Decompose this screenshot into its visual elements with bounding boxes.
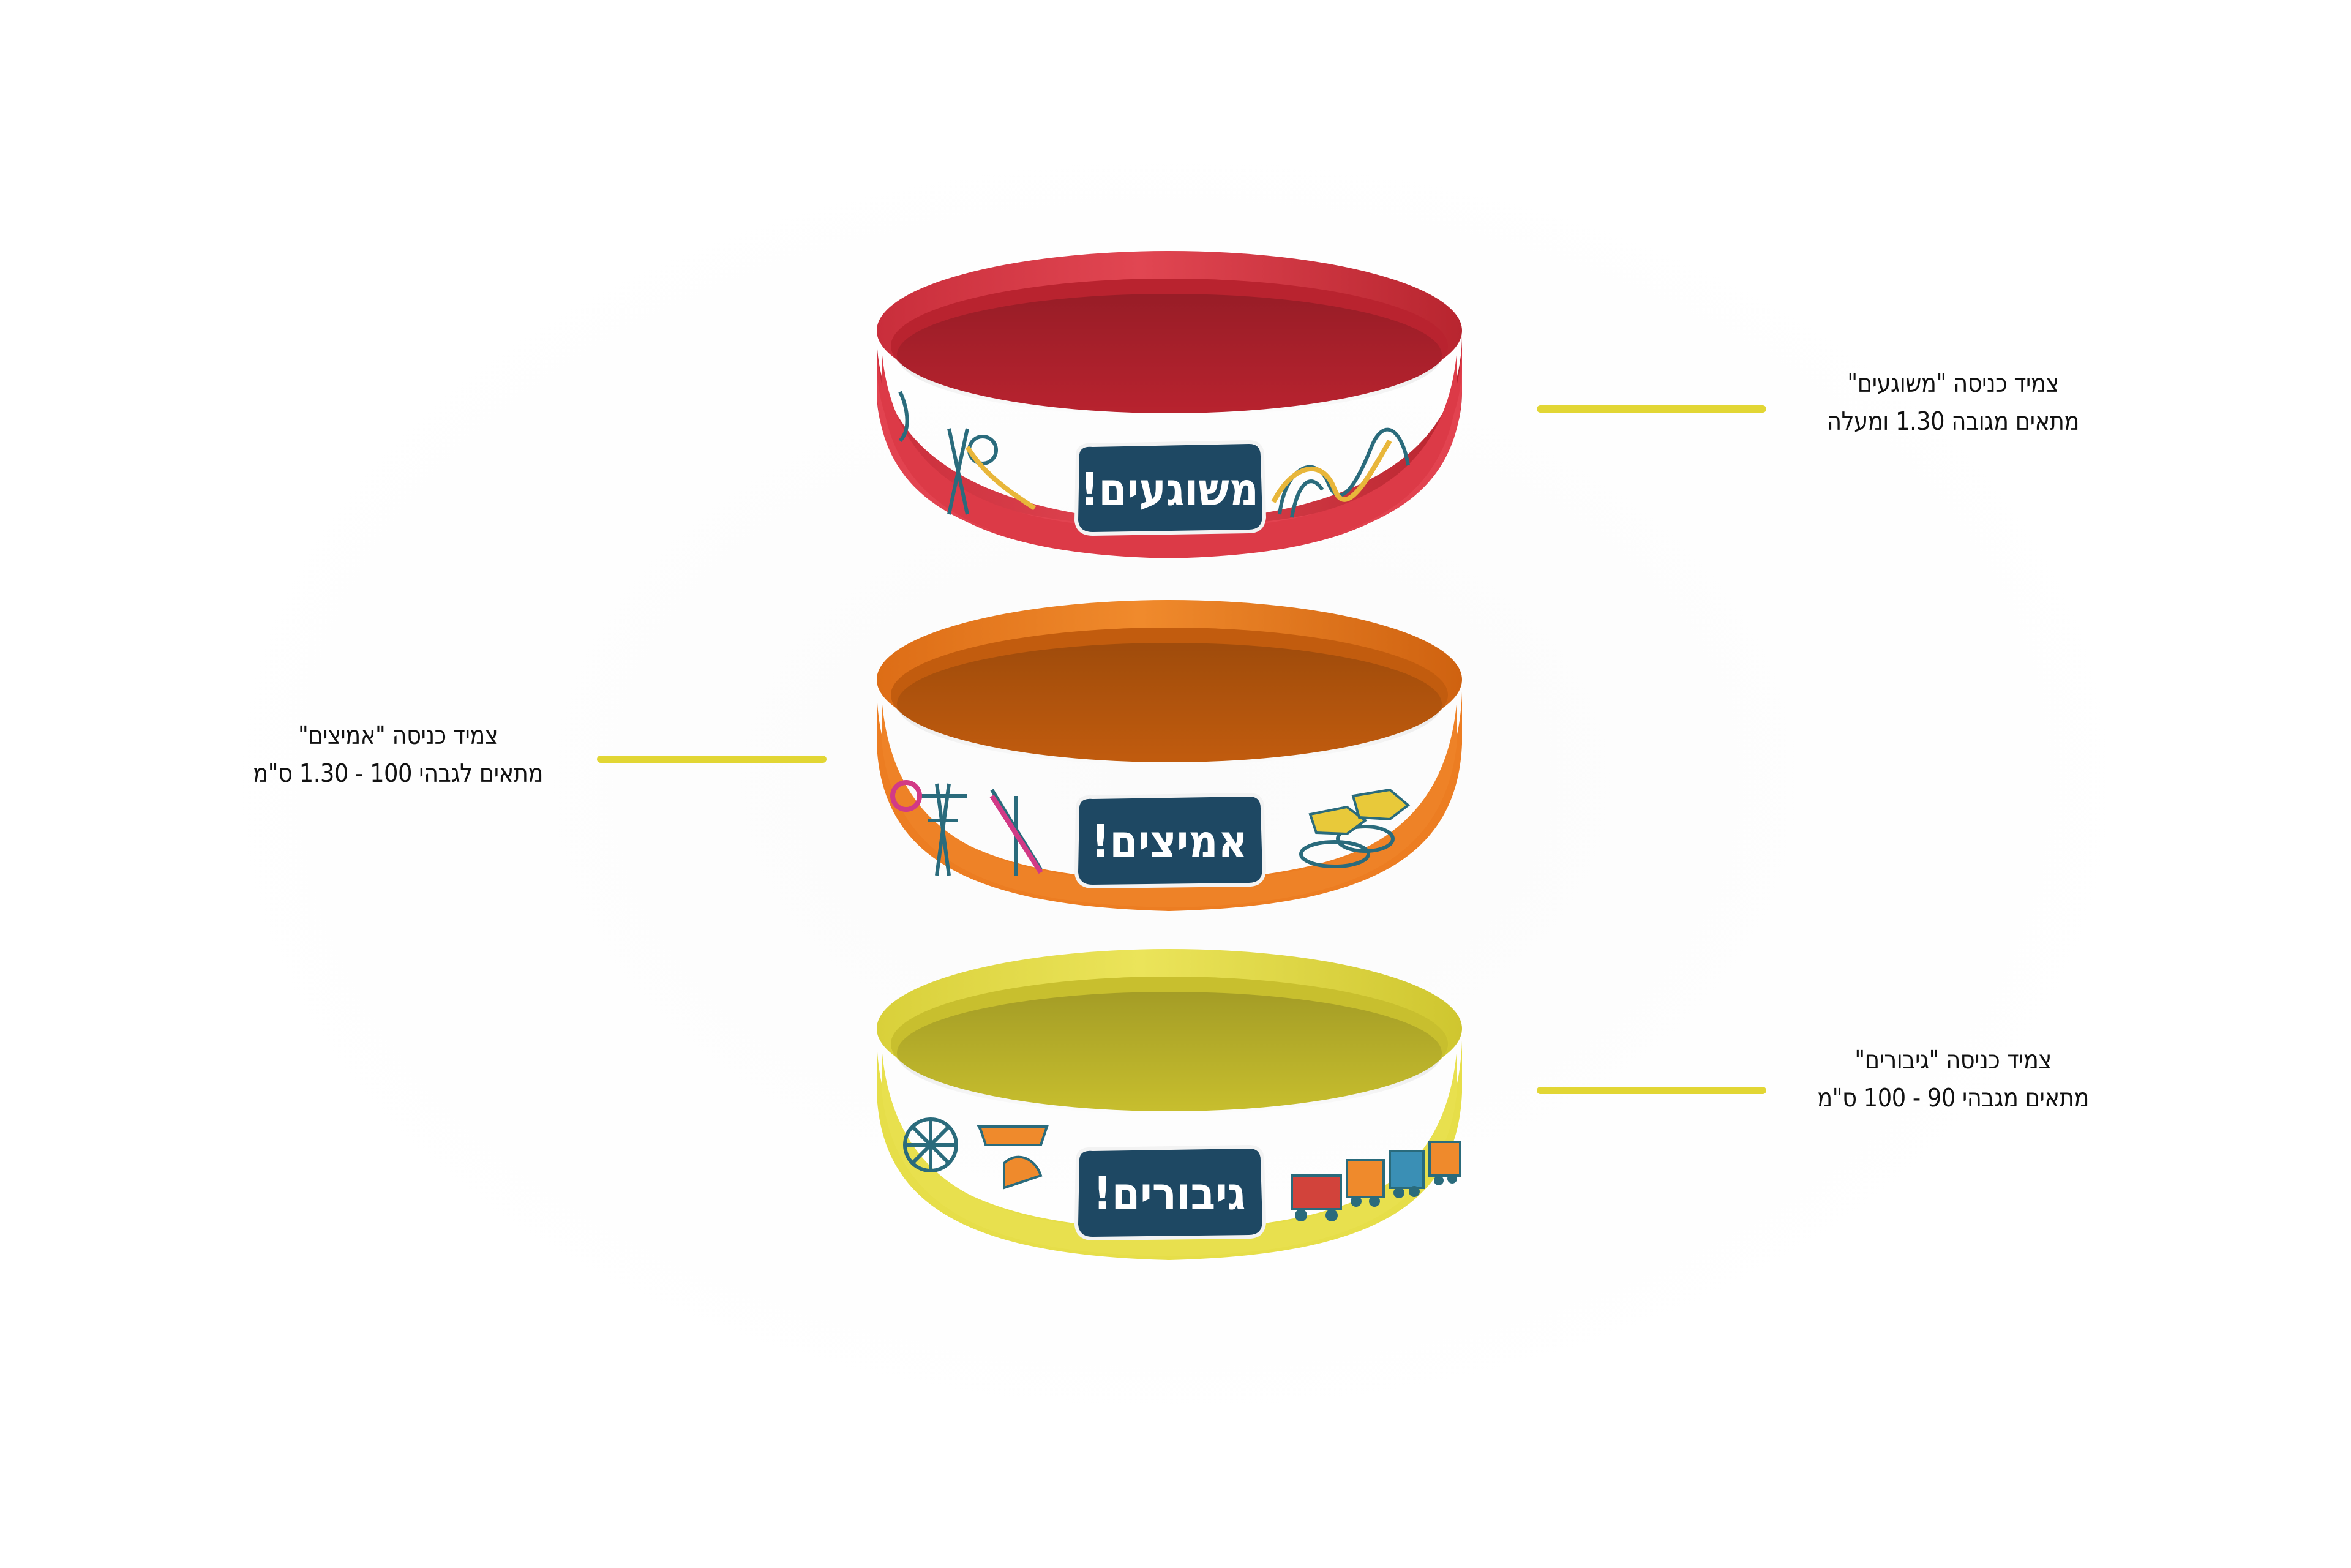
connector-line-yellow [1537, 1087, 1766, 1094]
bracelet-orange [877, 600, 1462, 911]
label-text-orange: אמיצים! [1091, 816, 1248, 868]
label-patch-red [1074, 440, 1267, 536]
caption-orange-detail: מתאים לגבהי 100 - 1.30 ס"מ [253, 759, 543, 788]
label-text-yellow: גיבורים! [1093, 1168, 1245, 1220]
label-text-red: משוגעים! [1080, 463, 1259, 516]
caption-orange-title: צמיד כניסה "אמיצים" [298, 721, 498, 750]
bracelet-yellow [877, 949, 1462, 1260]
label-patch-yellow [1074, 1144, 1267, 1241]
caption-yellow-detail: מתאים מגבהי 90 - 100 ס"מ [1817, 1083, 2089, 1112]
label-patch-orange [1074, 792, 1267, 889]
caption-red-detail: מתאים מגובה 1.30 ומעלה [1827, 407, 2079, 436]
caption-red: צמיד כניסה "משוגעים" מתאים מגובה 1.30 ומ… [1794, 364, 2112, 440]
caption-yellow-title: צמיד כניסה "גיבורים" [1854, 1045, 2052, 1075]
caption-yellow: צמיד כניסה "גיבורים" מתאים מגבהי 90 - 10… [1788, 1041, 2118, 1117]
caption-red-title: צמיד כניסה "משוגעים" [1847, 369, 2059, 398]
bracelet-red [877, 251, 1462, 558]
connector-line-red [1537, 405, 1766, 413]
connector-line-orange [597, 756, 827, 763]
caption-orange: צמיד כניסה "אמיצים" מתאים לגבהי 100 - 1.… [239, 716, 557, 792]
